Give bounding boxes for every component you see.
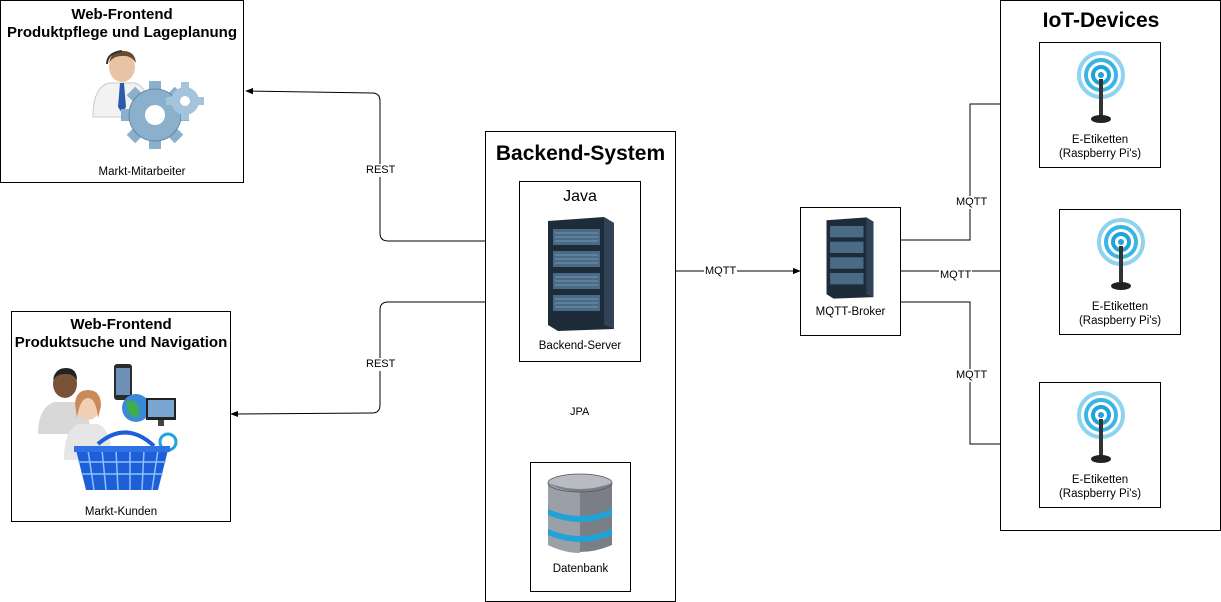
iot-devices-title: IoT-Devices: [1042, 9, 1160, 32]
device-1-label-1: E-Etiketten: [1071, 134, 1129, 146]
device-2-label-1: E-Etiketten: [1091, 301, 1149, 313]
rest-bottom-connector: [230, 298, 520, 418]
e-etiketten-device-2: E-Etiketten (Raspberry Pi's): [1059, 209, 1181, 335]
e-etiketten-device-1: E-Etiketten (Raspberry Pi's): [1039, 42, 1161, 168]
mqtt-broker-box: MQTT-Broker: [800, 207, 901, 336]
e-etiketten-device-3: E-Etiketten (Raspberry Pi's): [1039, 382, 1161, 508]
backend-server-caption: Backend-Server: [538, 340, 622, 352]
device-3-label-1: E-Etiketten: [1071, 474, 1129, 486]
frontend-pflege-caption: Markt-Mitarbeiter: [98, 166, 186, 178]
jpa-label: JPA: [569, 406, 591, 419]
frontend-suche-box: Web-Frontend Produktsuche und Navigation: [11, 311, 231, 522]
device-1-label-2: (Raspberry Pi's): [1058, 148, 1142, 160]
customers-shopping-basket-icon: [38, 364, 178, 491]
frontend-suche-title-2: Produktsuche und Navigation: [14, 334, 228, 351]
device-3-label-2: (Raspberry Pi's): [1058, 488, 1142, 500]
broker-server-icon: [826, 217, 874, 299]
datenbank-box: Datenbank: [530, 462, 631, 592]
frontend-suche-caption: Markt-Kunden: [84, 506, 158, 518]
frontend-pflege-title-1: Web-Frontend: [71, 6, 173, 23]
device-2-label-2: (Raspberry Pi's): [1078, 315, 1162, 327]
rest-bottom-label: REST: [365, 358, 397, 371]
frontend-pflege-title-2: Produktpflege und Lageplanung: [7, 24, 237, 41]
antenna-icon: [1077, 51, 1125, 123]
server-icon: [548, 217, 614, 331]
mqtt-device-mid-label: MQTT: [939, 269, 973, 282]
backend-system-title: Backend-System: [495, 142, 666, 165]
mqtt-device-top-label: MQTT: [955, 196, 989, 209]
frontend-suche-title-1: Web-Frontend: [70, 316, 172, 333]
rest-top-label: REST: [365, 164, 397, 177]
mqtt-broker-caption: MQTT-Broker: [815, 306, 886, 318]
datenbank-caption: Datenbank: [552, 563, 609, 575]
mqtt-device-bottom-label: MQTT: [955, 369, 989, 382]
antenna-icon: [1097, 218, 1145, 290]
frontend-pflege-box: Web-Frontend Produktpflege und Lageplanu…: [0, 0, 244, 183]
backend-server-box: Java Backend-Server: [519, 181, 641, 362]
database-icon: [547, 473, 613, 553]
java-label: Java: [563, 188, 597, 205]
antenna-icon: [1077, 391, 1125, 463]
mqtt-backend-broker-label: MQTT: [704, 265, 738, 278]
employee-gears-icon: [92, 50, 204, 149]
